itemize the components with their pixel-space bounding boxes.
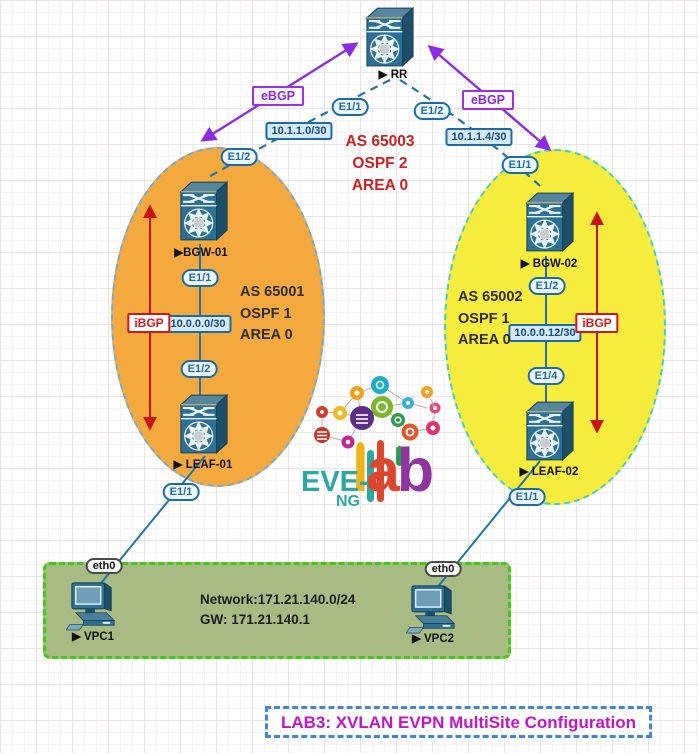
site2-as-annotation: AS 65002 OSPF 1 AREA 0 <box>458 287 523 352</box>
rr-switch-icon[interactable] <box>364 5 416 69</box>
rr-label: ▶ RR <box>378 69 408 81</box>
iface-leaf02-e1-4: E1/4 <box>527 367 565 385</box>
leaf02-switch-icon[interactable] <box>524 399 576 463</box>
subnet-rr-right: 10.1.1.4/30 <box>445 128 513 146</box>
ebgp-label-left: eBGP <box>251 86 305 106</box>
core-as-annotation: AS 65003 OSPF 2 AREA 0 <box>310 131 450 197</box>
leaf01-switch-icon[interactable] <box>178 392 230 456</box>
logo-text-eve: EVE- <box>301 466 369 498</box>
lab-title: LAB3: XVLAN EVPN MultiSite Configuration <box>265 706 652 738</box>
ibgp-label-right: iBGP <box>575 313 619 333</box>
bgw01-switch-icon[interactable] <box>178 179 230 243</box>
core-area-line: AREA 0 <box>351 177 409 194</box>
vpc2-label: ▶ VPC2 <box>411 633 455 645</box>
vpc2-eth0-label: eth0 <box>424 561 462 577</box>
leaf01-label: ▶ LEAF-01 <box>173 459 233 471</box>
bgw02-label: ▶ BGW-02 <box>520 258 578 270</box>
iface-leaf02-e1-1: E1/1 <box>508 488 546 506</box>
bgw02-switch-icon[interactable] <box>524 190 576 254</box>
core-as-line: AS 65003 <box>345 133 415 150</box>
site1-ospf-line: OSPF 1 <box>240 305 292 322</box>
site2-area-line: AREA 0 <box>458 332 511 348</box>
vpc1-eth0-label: eth0 <box>85 558 123 574</box>
ebgp-label-right: eBGP <box>461 90 515 110</box>
vpc1-label: ▶ VPC1 <box>71 631 115 643</box>
logo-letter-l: l <box>352 436 369 504</box>
eve-ng-logo <box>314 376 441 502</box>
site1-as-annotation: AS 65001 OSPF 1 AREA 0 <box>240 282 305 347</box>
lan-network-line: Network:171.21.140.0/24 <box>200 592 356 607</box>
iface-leaf01-e1-1: E1/1 <box>162 483 200 501</box>
site2-as-line: AS 65002 <box>458 289 523 305</box>
site1-as-line: AS 65001 <box>240 284 305 300</box>
lan-annotation: Network:171.21.140.0/24 GW: 171.21.140.1 <box>200 590 355 630</box>
iface-bgw01-e1-2: E1/2 <box>220 148 258 166</box>
bgw01-label: ▶BGW-01 <box>174 247 228 259</box>
logo-text-lab: lab <box>352 436 434 504</box>
lan-gateway-line: GW: 171.21.140.1 <box>200 612 311 627</box>
logo-letter-b: b <box>396 436 434 504</box>
iface-bgw01-e1-1: E1/1 <box>181 269 219 287</box>
ibgp-label-left: iBGP <box>127 313 171 333</box>
site2-ospf-line: OSPF 1 <box>458 310 510 327</box>
vpc2-pc-icon[interactable] <box>406 583 460 635</box>
subnet-site1: 10.0.0.0/30 <box>164 315 232 333</box>
subnet-site2: 10.0.0.12/30 <box>508 324 582 342</box>
site1-area-line: AREA 0 <box>240 327 293 343</box>
leaf02-label: ▶ LEAF-02 <box>519 466 579 478</box>
logo-text-ng: NG <box>336 493 360 510</box>
iface-rr-e1-2: E1/2 <box>413 102 451 120</box>
vpc1-pc-icon[interactable] <box>66 580 120 632</box>
iface-bgw02-e1-2: E1/2 <box>528 277 566 295</box>
iface-bgw02-e1-1: E1/1 <box>501 156 539 174</box>
iface-leaf01-e1-2: E1/2 <box>180 360 218 378</box>
logo-letter-a: a <box>365 436 400 504</box>
iface-rr-e1-1: E1/1 <box>331 98 369 116</box>
core-ospf-line: OSPF 2 <box>352 155 408 172</box>
